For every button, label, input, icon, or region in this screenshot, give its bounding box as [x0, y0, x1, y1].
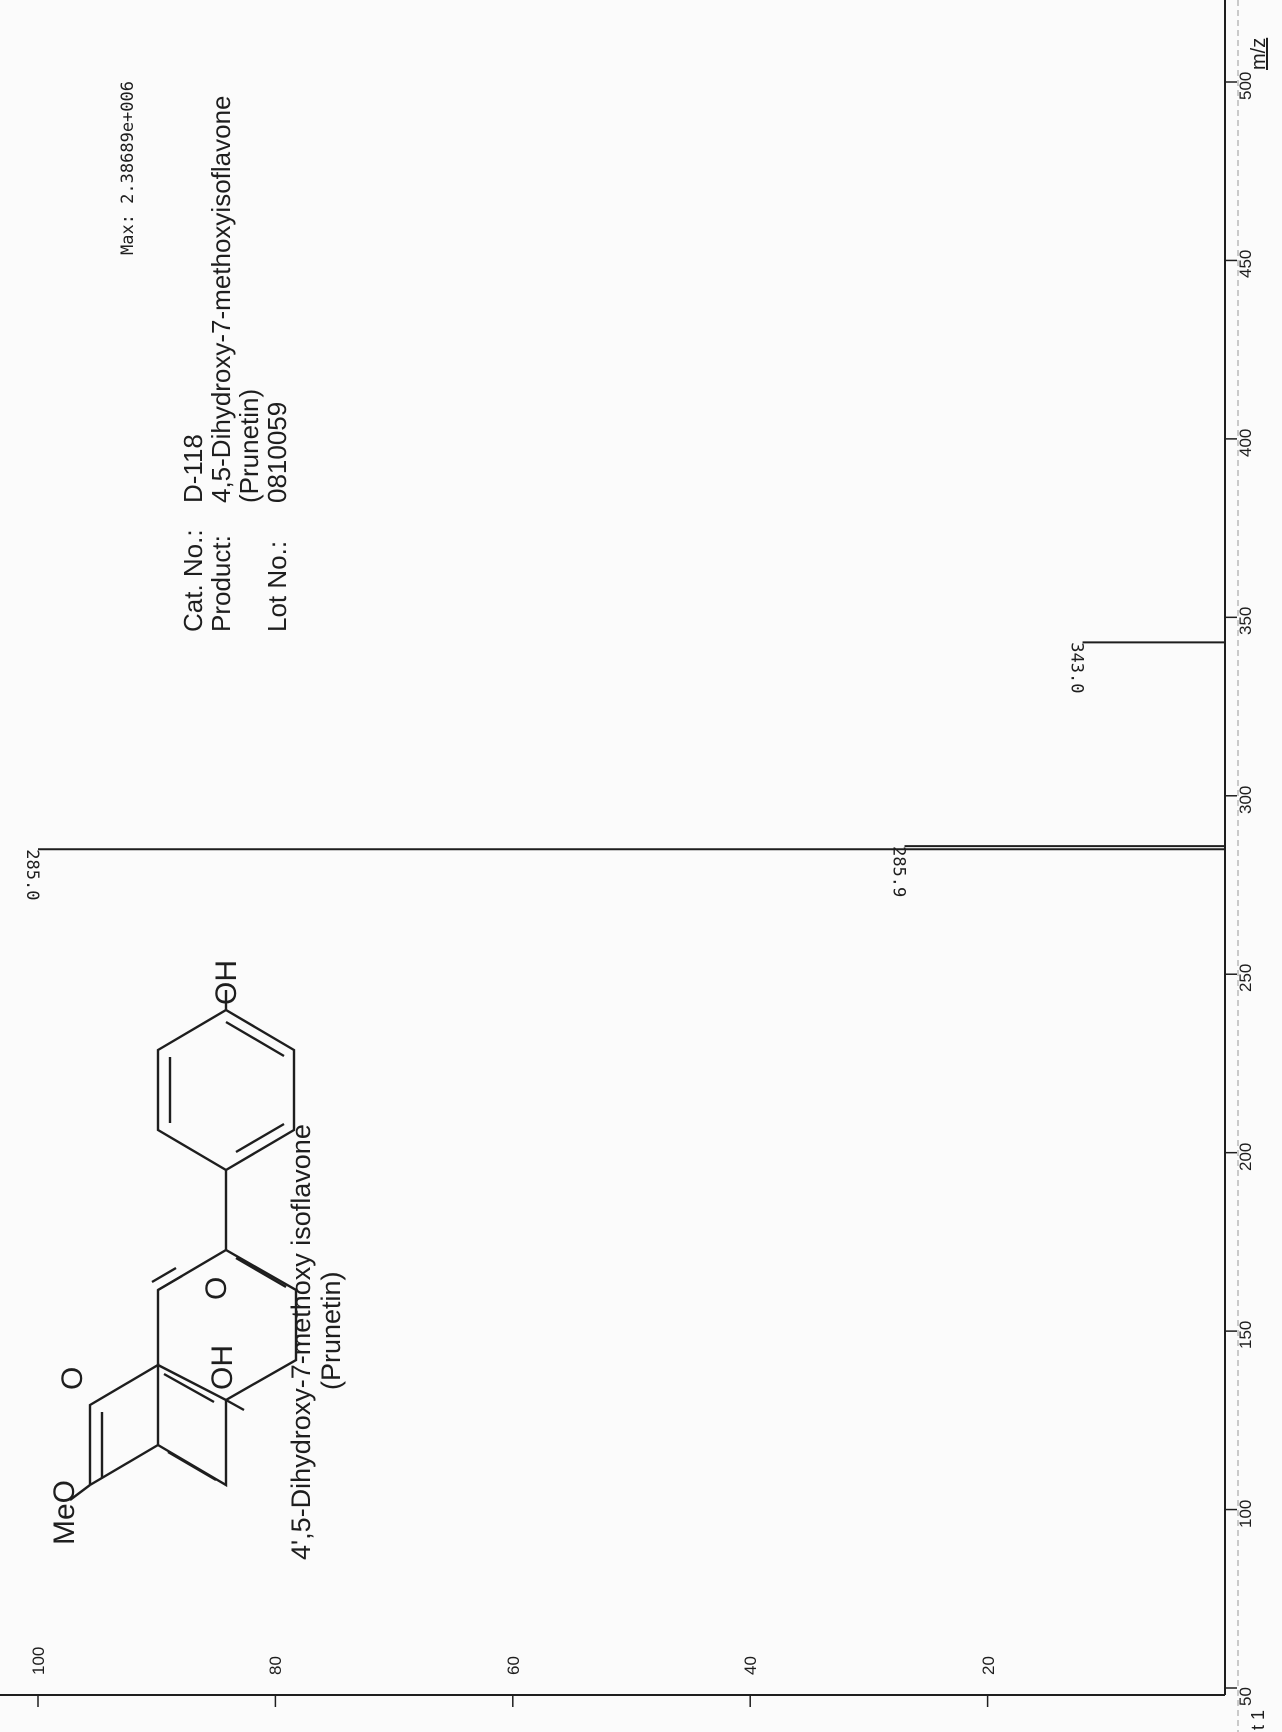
- max-intensity-label: Max: 2.38689e+006: [118, 81, 138, 255]
- structure-caption: 4',5-Dihydroxy-7-methoxy isoflavone: [286, 1124, 316, 1560]
- x-axis-unit-label: m/z: [1248, 37, 1270, 70]
- lot-no-value: 0810059: [262, 401, 292, 503]
- y-tick-label: 100: [29, 1646, 48, 1675]
- hydroxy-bond: [225, 1398, 245, 1412]
- carbonyl-bond: [151, 1266, 183, 1292]
- methoxy-bond: [69, 1484, 91, 1501]
- ring-b-bonds: [156, 1008, 296, 1172]
- product-label: Product:: [206, 535, 236, 632]
- x-tick-label: 200: [1236, 1142, 1255, 1171]
- x-tick-label: 350: [1236, 606, 1255, 636]
- lot-no-label: Lot No.:: [262, 540, 292, 632]
- corner-label: t 1: [1248, 1709, 1268, 1730]
- ring-a-double-bonds: [100, 1372, 217, 1482]
- x-tick-label: 100: [1236, 1499, 1255, 1528]
- chemical-structure-drawing: [69, 990, 298, 1501]
- cat-no-label: Cat. No.:: [178, 529, 208, 632]
- x-tick-label: 400: [1236, 428, 1255, 457]
- ring-b-double-bonds: [168, 1020, 285, 1154]
- ring-oxygen-label: O: [56, 1366, 89, 1390]
- x-tick-label: 50: [1236, 1687, 1255, 1706]
- hydroxy-label-ring-b: OH: [210, 960, 243, 1005]
- hydroxy-label-ring-a: OH: [206, 1345, 239, 1390]
- ring-a-bonds: [88, 1362, 160, 1487]
- carbonyl-oxygen-label: O: [200, 1276, 233, 1300]
- methoxy-label: MeO: [48, 1479, 81, 1545]
- axis-ticks: [37, 81, 1237, 1707]
- peak-label: 343.0: [1067, 642, 1087, 693]
- peak-label: 285.0: [22, 849, 42, 900]
- x-tick-label: 250: [1236, 963, 1255, 993]
- x-tick-label: 450: [1236, 250, 1255, 279]
- cat-no-value: D-118: [178, 434, 208, 503]
- peak-label: 285.9: [889, 846, 909, 897]
- x-tick-label: 150: [1236, 1320, 1255, 1350]
- y-tick-label: 80: [266, 1656, 286, 1675]
- chart-axes: [0, 0, 1239, 1732]
- x-tick-label: 500: [1236, 71, 1255, 100]
- x-tick-label: 300: [1236, 785, 1255, 814]
- y-tick-label: 40: [741, 1656, 761, 1675]
- y-tick-label: 60: [503, 1656, 523, 1675]
- ring-c-bonds: [156, 1248, 298, 1402]
- product-value: 4,5-Dihydroxy-7-methoxyisoflavone: [206, 95, 236, 503]
- structure-caption-alt: (Prunetin): [316, 1271, 346, 1390]
- spectrum-peaks: 285.0 285.9 343.0: [22, 641, 1225, 900]
- ring-c-double-bond: [235, 1256, 287, 1289]
- product-alt-name: (Prunetin): [234, 388, 264, 503]
- y-tick-label: 20: [978, 1656, 998, 1675]
